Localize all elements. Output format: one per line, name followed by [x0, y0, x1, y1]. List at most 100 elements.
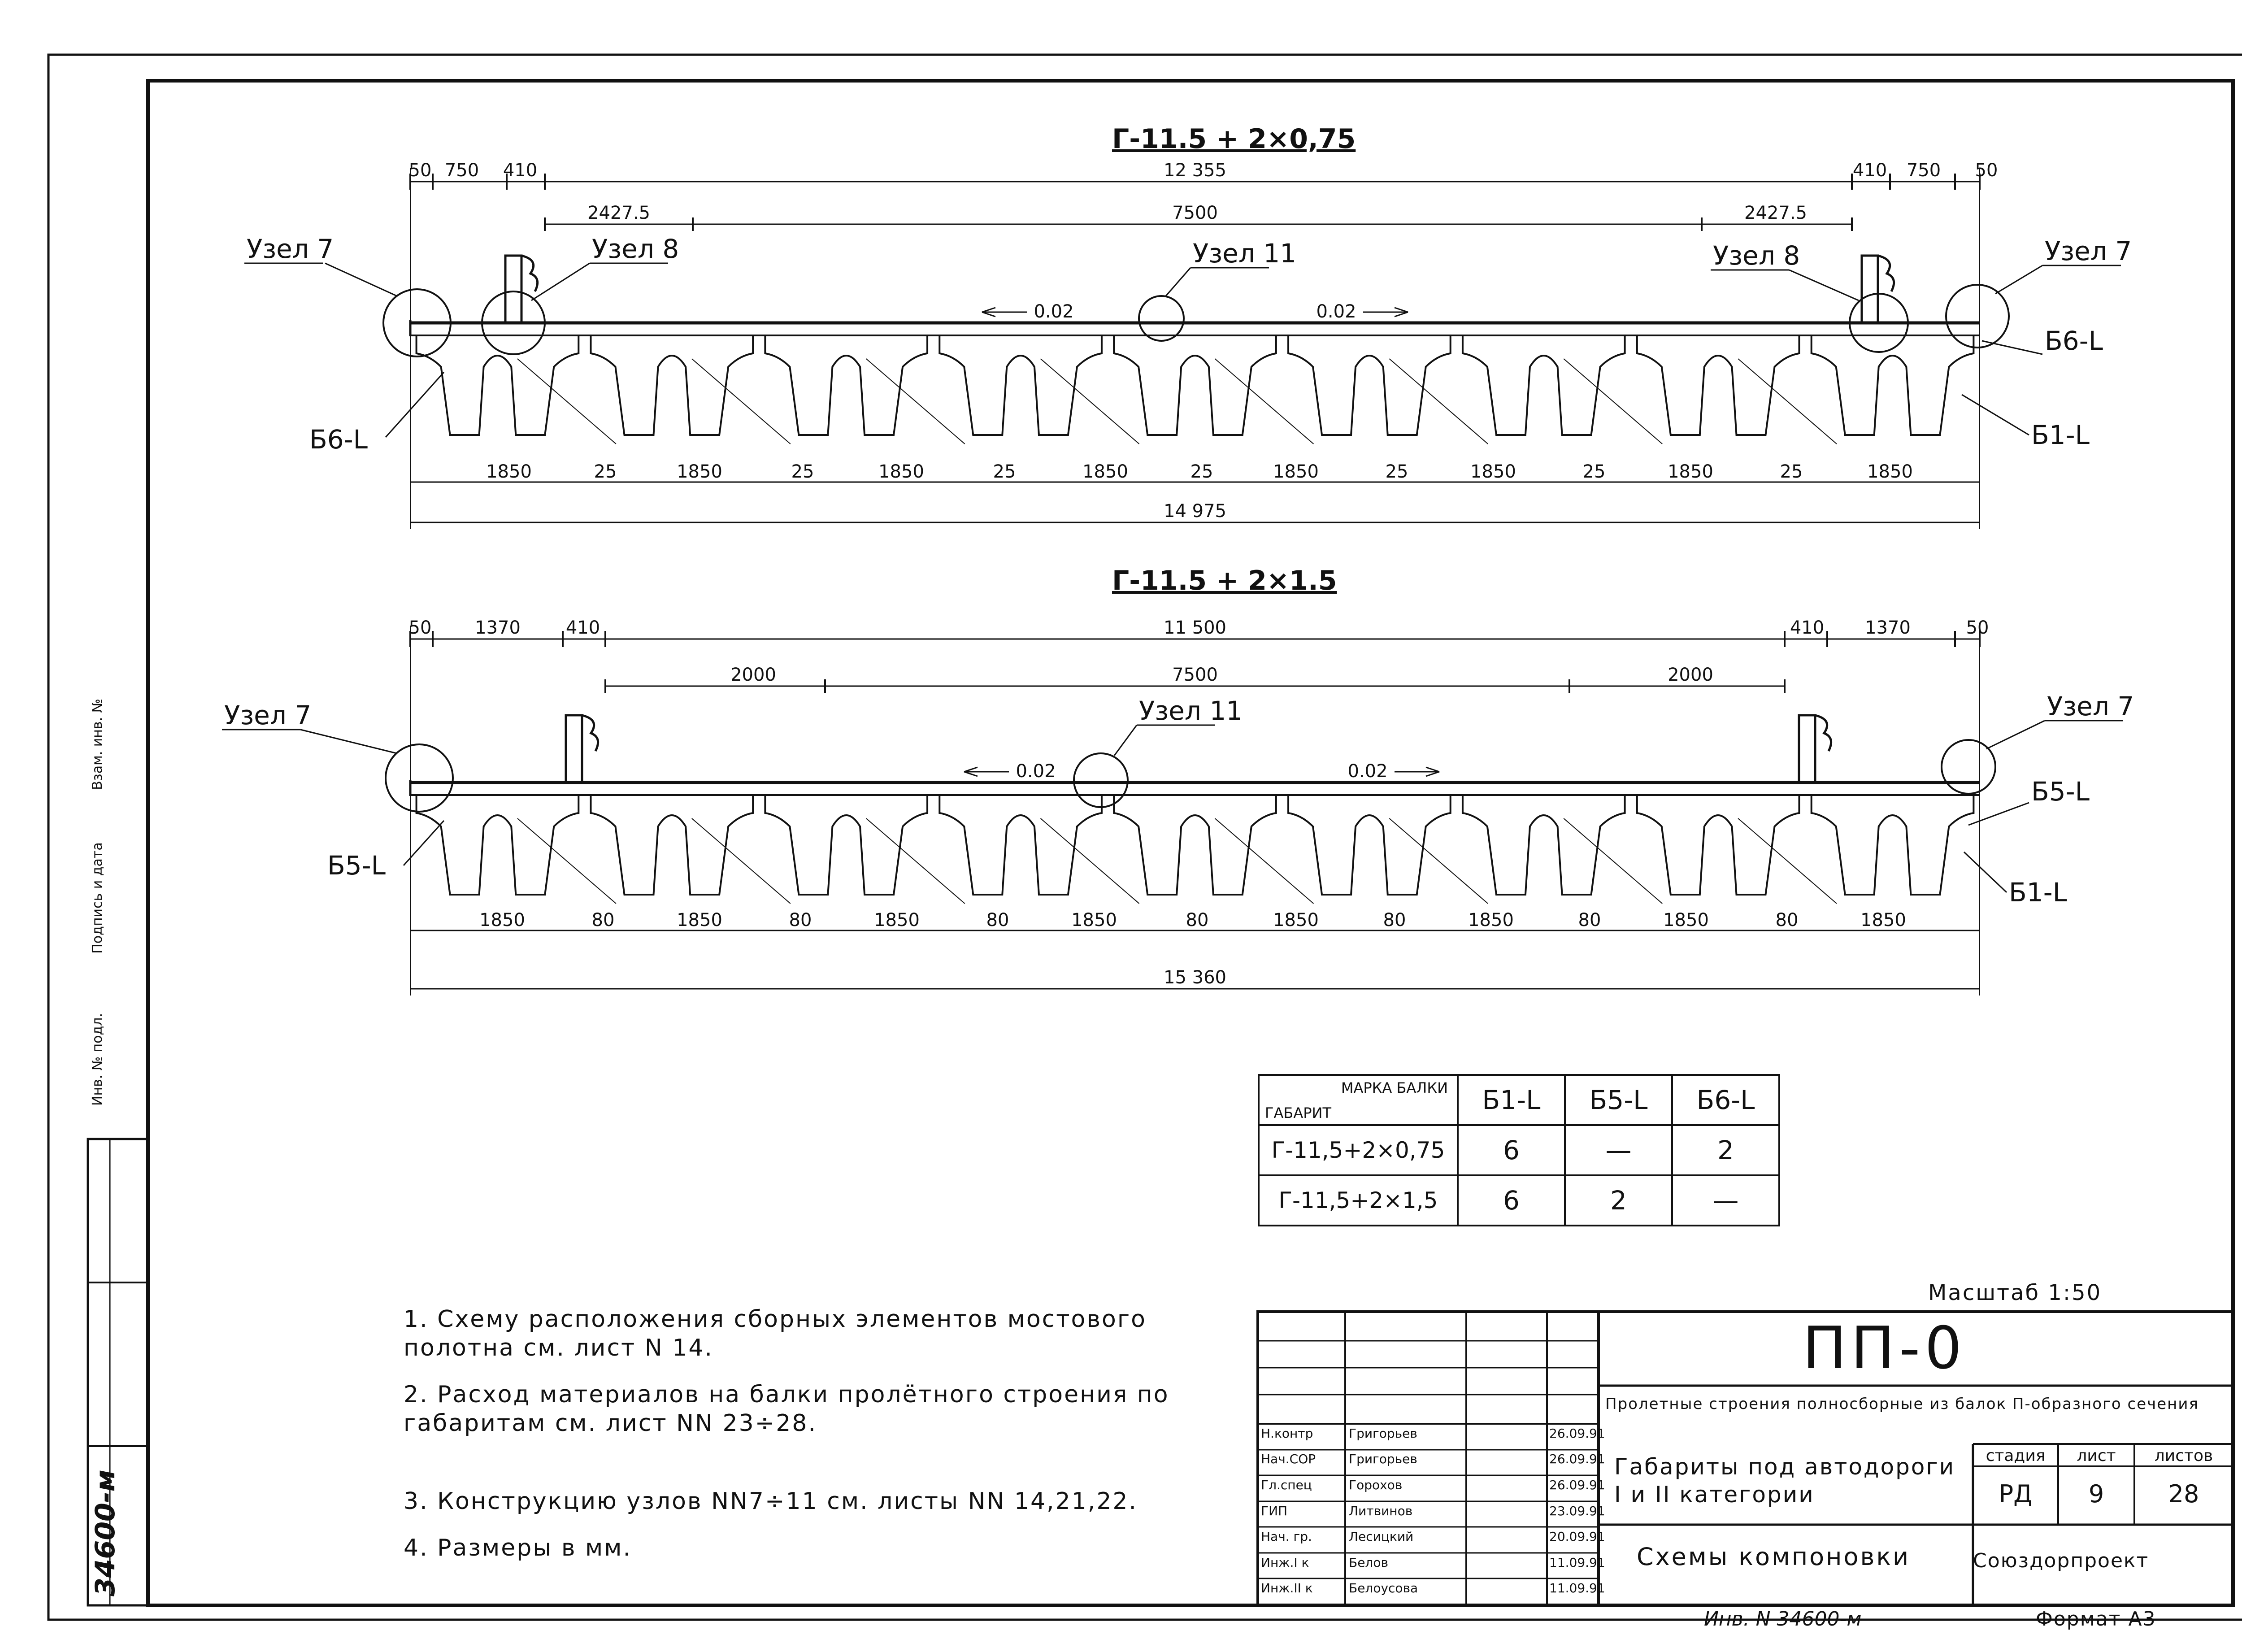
node-label: Узел 7 — [2045, 236, 2132, 266]
node-leader — [1789, 269, 1859, 301]
dimension-label: 80 — [1186, 910, 1209, 930]
node-label: Узел 7 — [224, 700, 311, 730]
beam-section — [1113, 794, 1277, 896]
node-callout-circle — [1945, 284, 2010, 348]
table-row: Г-11,5+2×1,5 6 2 — — [1258, 1174, 1780, 1226]
node-callout-circle — [1849, 293, 1909, 353]
stage-header: стадия — [1986, 1447, 2046, 1465]
beam-mark-leader — [385, 371, 445, 438]
beam-mark-label: Б6-L — [2045, 326, 2103, 356]
hatch-leader — [1214, 358, 1314, 444]
dimension-label: 11 500 — [1164, 617, 1226, 638]
bottom-inventory: Инв. N 34600-м — [1704, 1608, 1862, 1630]
table-col-header: Б1-L — [1457, 1074, 1566, 1126]
staff-date: 26.09.91 — [1549, 1478, 1605, 1492]
sheets-total: 28 — [2168, 1480, 2199, 1508]
staff-role: Инж.I к — [1261, 1555, 1309, 1570]
beam-count-table: МАРКА БАЛКИ ГАБАРИТ Б1-L Б5-L Б6-L Г-11,… — [1258, 1074, 1780, 1226]
node-callout-circle — [382, 288, 452, 357]
format-label: Формат А3 — [2036, 1608, 2156, 1630]
dimension-label: 410 — [1790, 617, 1824, 638]
table-row-label: Г-11,5+2×1,5 — [1258, 1174, 1459, 1226]
staff-date: 26.09.91 — [1549, 1426, 1605, 1441]
hatch-leader — [517, 818, 617, 904]
beam-section — [1461, 335, 1626, 436]
overall-dimension: 15 360 — [1164, 967, 1226, 988]
dimension-label: 750 — [1907, 160, 1941, 181]
slope-label: 0.02 — [1316, 301, 1356, 322]
side-inv-podl: Инв. № подл. — [90, 1013, 105, 1106]
hatch-leader — [1738, 358, 1837, 444]
beam-section — [1810, 794, 1975, 896]
hatch-leader — [1563, 818, 1663, 904]
dimension-label: 25 — [791, 461, 814, 482]
dimension-label: 50 — [1975, 160, 1998, 181]
stage-value: РД — [1999, 1480, 2033, 1508]
slope-label: 0.02 — [1347, 761, 1387, 782]
node-leader — [531, 262, 590, 301]
node-label: Узел 11 — [1193, 238, 1296, 269]
staff-name: Григорьев — [1349, 1426, 1417, 1441]
hatch-leader — [1214, 818, 1314, 904]
hatch-leader — [1389, 358, 1488, 444]
dimension-label: 1850 — [1668, 461, 1713, 482]
staff-date: 23.09.91 — [1549, 1504, 1605, 1518]
dimension-label: 80 — [592, 910, 615, 930]
dimension-label: 1850 — [677, 910, 722, 930]
dimension-label: 1850 — [486, 461, 532, 482]
dimension-label: 1370 — [1865, 617, 1911, 638]
table-row-label: Г-11,5+2×0,75 — [1258, 1124, 1459, 1176]
dimension-label: 25 — [1583, 461, 1606, 482]
beam-mark-label: Б1-L — [2009, 877, 2067, 908]
node-label: Узел 8 — [592, 234, 679, 264]
slope-label: 0.02 — [1034, 301, 1073, 322]
dimension-label: 2427.5 — [1744, 203, 1807, 223]
staff-role: Инж.II к — [1261, 1581, 1313, 1595]
dimension-label: 50 — [409, 160, 432, 181]
staff-date: 11.09.91 — [1549, 1555, 1605, 1570]
slope-arrow — [964, 766, 1009, 777]
dimension-label: 1850 — [874, 910, 920, 930]
side-vzam: Взам. инв. № — [90, 699, 105, 790]
dimension-label: 12 355 — [1164, 160, 1226, 181]
staff-date: 26.09.91 — [1549, 1452, 1605, 1466]
dimension-label: 1850 — [479, 910, 525, 930]
note-item: 2. Расход материалов на балки пролётного… — [404, 1381, 1169, 1437]
beam-mark-label: Б5-L — [2031, 776, 2090, 807]
table-corner-bottom: ГАБАРИТ — [1265, 1104, 1332, 1122]
table-cell: 6 — [1457, 1174, 1566, 1226]
parapet-post — [565, 714, 583, 784]
table-col-header: Б6-L — [1671, 1074, 1780, 1126]
beam-mark-label: Б1-L — [2031, 420, 2090, 450]
dimension-label: 1850 — [1468, 910, 1514, 930]
inner-frame — [146, 79, 2235, 1607]
table-corner: МАРКА БАЛКИ ГАБАРИТ — [1258, 1074, 1459, 1126]
title-block-grid — [1256, 1310, 2234, 1607]
note-item: 3. Конструкцию узлов NN7÷11 см. листы NN… — [404, 1488, 1138, 1515]
beam-section — [939, 335, 1103, 436]
dimension-label: 2427.5 — [587, 203, 650, 223]
hatch-leader — [866, 818, 965, 904]
beam-section — [1636, 794, 1800, 896]
general-notes: 1. Схему расположения сборных элементов … — [404, 1305, 1256, 1580]
beam-mark-leader — [403, 820, 445, 866]
beam-section — [1287, 335, 1451, 436]
dimension-label: 25 — [1780, 461, 1803, 482]
node-callout-circle — [1073, 752, 1129, 808]
dimension-label: 1850 — [1273, 461, 1319, 482]
dimension-label: 80 — [789, 910, 812, 930]
drawing2-title: Г-11.5 + 2×1.5 — [1112, 565, 1337, 596]
table-cell: 2 — [1671, 1124, 1780, 1176]
table-header-row: МАРКА БАЛКИ ГАБАРИТ Б1-L Б5-L Б6-L — [1258, 1074, 1780, 1126]
beam-section — [415, 335, 580, 436]
table-cell: — — [1671, 1174, 1780, 1226]
staff-role: Гл.спец — [1261, 1478, 1312, 1492]
table-cell: 6 — [1457, 1124, 1566, 1176]
dimension-label: 1850 — [1071, 910, 1117, 930]
beam-mark-leader — [1961, 394, 2029, 436]
dimension-label: 80 — [1578, 910, 1601, 930]
dimension-label: 1850 — [1867, 461, 1913, 482]
parapet-post — [504, 254, 523, 324]
